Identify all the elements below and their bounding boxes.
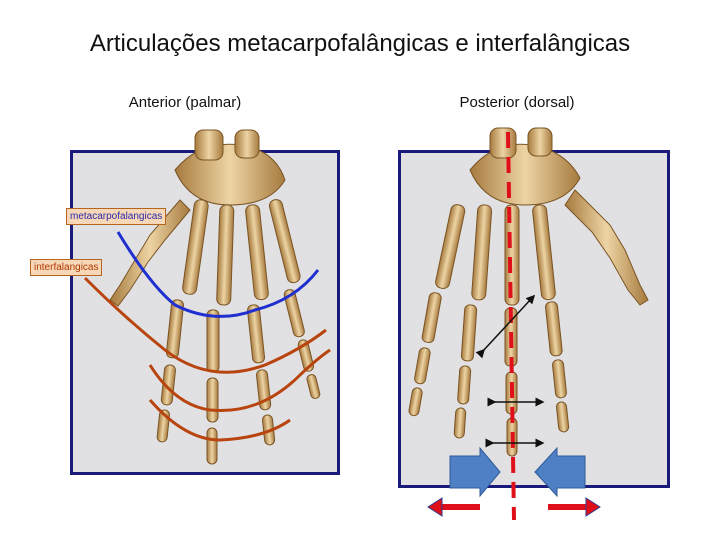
abduction-arrow-right: [548, 497, 601, 517]
interphalangeal-line-distal: [148, 399, 291, 442]
adduction-arrow-right: [534, 446, 586, 498]
midline-axis: [506, 131, 516, 521]
abduction-arrow-left: [427, 497, 480, 517]
metacarpophalangeal-label: metacarpofalangicas: [66, 208, 167, 225]
anterior-hand-bones: [109, 129, 321, 465]
adduction-arrow-left: [449, 446, 501, 498]
slide-title: Articulações metacarpofalângicas e inter…: [89, 30, 631, 57]
metacarpophalangeal-line: [116, 231, 320, 318]
anterior-caption: Anterior (palmar): [128, 94, 242, 111]
posterior-caption: Posterior (dorsal): [459, 94, 575, 111]
abduction-arrow-diagonal: [475, 294, 536, 359]
interphalangeal-line-middle: [148, 348, 331, 413]
posterior-hand-bones: [408, 127, 649, 457]
interphalangeal-label: interfalangicas: [30, 259, 103, 276]
interphalangeal-line-proximal: [83, 276, 327, 374]
